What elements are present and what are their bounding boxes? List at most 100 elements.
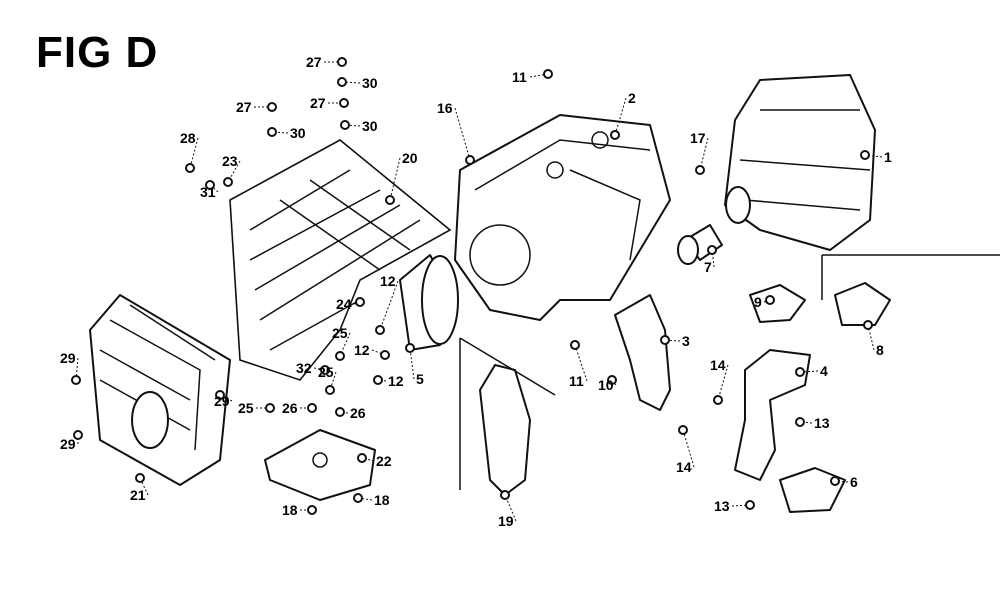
fastener-icon [265,403,275,413]
callout-label: 20 [402,150,418,166]
callout-label: 2 [628,90,636,106]
fastener-icon [135,473,145,483]
callout-label: 10 [598,377,614,393]
fastener-icon [223,177,233,187]
fastener-icon [660,335,670,345]
fastener-icon [765,295,775,305]
leader-line [682,429,695,468]
callout-label: 30 [290,125,306,141]
callout-label: 19 [498,513,514,529]
fastener-icon [307,505,317,515]
callout-label: 30 [362,75,378,91]
fastener-icon [307,403,317,413]
callout-label: 23 [222,153,238,169]
fastener-icon [695,165,705,175]
part-6-gasket [779,467,846,513]
fastener-icon [339,98,349,108]
callout-label: 9 [754,294,762,310]
fastener-icon [795,417,805,427]
leader-line [409,347,415,380]
fastener-icon [335,351,345,361]
leader-line [614,97,627,136]
callout-label: 29 [60,350,76,366]
callout-label: 31 [200,184,216,200]
fastener-icon [405,343,415,353]
fastener-icon [500,490,510,500]
fastener-icon [267,127,277,137]
callout-label: 13 [814,415,830,431]
leader-line [189,137,199,169]
leader-line [379,280,399,331]
fastener-icon [337,57,347,67]
leader-line [329,371,337,391]
fastener-icon [337,77,347,87]
callout-label: 11 [512,69,527,85]
part-9-gasket [749,284,806,323]
fastener-icon [373,375,383,385]
leader-line [731,504,751,507]
callout-label: 25 [238,400,254,416]
fastener-icon [860,150,870,160]
callout-label: 29 [214,393,230,409]
fastener-icon [320,365,330,375]
frame-lines [459,337,556,490]
callout-label: 14 [676,459,692,475]
leader-line [799,370,819,373]
callout-label: 18 [282,502,298,518]
callout-label: 28 [180,130,196,146]
fastener-icon [340,120,350,130]
part-4-bracket [734,349,811,481]
part-19-cover [479,364,531,496]
callout-label: 27 [306,54,322,70]
callout-label: 18 [374,492,390,508]
fastener-icon [71,375,81,385]
fastener-icon [355,297,365,307]
callout-label: 27 [236,99,252,115]
part-5-duct [399,254,459,351]
callout-label: 14 [710,357,726,373]
callout-label: 12 [388,373,404,389]
fastener-icon [795,367,805,377]
fastener-icon [357,453,367,463]
part-7-pipe [677,224,723,265]
leader-line [504,494,517,522]
fastener-icon [863,320,873,330]
callout-label: 5 [416,371,424,387]
fastener-icon [335,407,345,417]
leader-line [529,73,549,78]
fastener-icon [465,155,475,165]
part-2-housing [454,114,671,321]
fastener-icon [745,500,755,510]
fastener-icon [215,390,225,400]
callout-label: 27 [310,95,326,111]
part-3-guard [614,294,671,411]
leader-line [389,157,401,201]
callout-label: 30 [362,118,378,134]
fastener-icon [570,340,580,350]
fastener-icon [375,325,385,335]
leader-line [699,137,709,171]
callout-label: 1 [884,149,892,165]
part-22-plate [264,429,376,501]
callout-label: 12 [354,342,370,358]
fastener-icon [73,430,83,440]
callout-label: 29 [60,436,76,452]
part-21-cover [89,294,231,486]
fastener-icon [610,130,620,140]
fastener-icon [385,195,395,205]
callout-label: 21 [130,487,146,503]
fastener-icon [267,102,277,112]
fastener-icon [713,395,723,405]
leader-line [454,107,471,161]
callout-label: 4 [820,363,828,379]
fastener-icon [185,163,195,173]
callout-label: 11 [569,373,584,389]
callout-label: 8 [876,342,884,358]
callout-label: 32 [296,360,312,376]
callout-label: 25 [332,325,348,341]
callout-label: 6 [850,474,858,490]
callout-label: 25 [318,364,334,380]
leader-line [139,477,149,496]
